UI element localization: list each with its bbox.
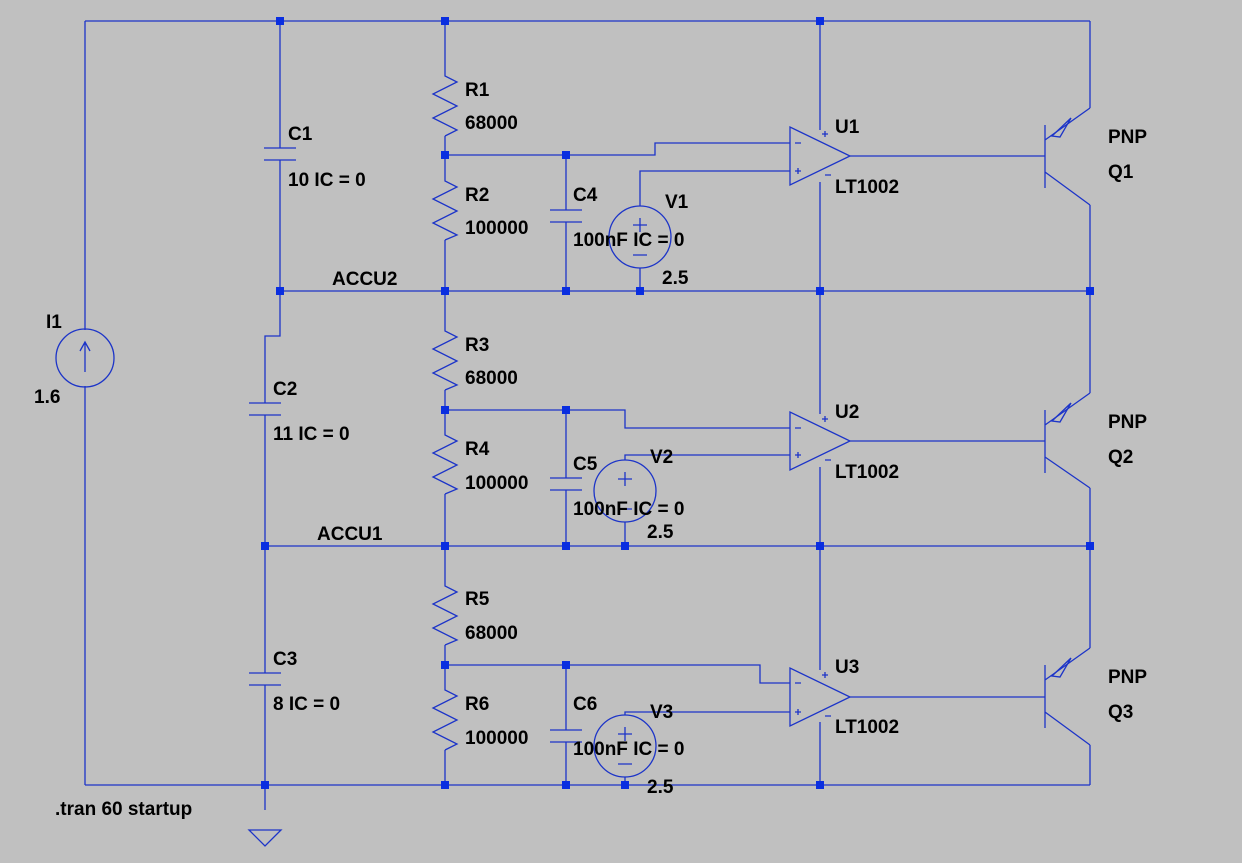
q2-type-label: PNP [1108, 412, 1147, 433]
pnp-transistor-q2-icon [1044, 392, 1091, 489]
r3-value-label: 68000 [465, 368, 518, 389]
c4-name-label: C4 [573, 185, 598, 206]
r6-value-label: 100000 [465, 728, 528, 749]
resistor-r4-icon [431, 427, 459, 495]
q1-name-label: Q1 [1108, 162, 1134, 183]
c2-column-wire [264, 291, 281, 546]
q3-type-label: PNP [1108, 667, 1147, 688]
voltage-source-v3-icon [593, 714, 657, 778]
r3-name-label: R3 [465, 335, 489, 356]
current-source-icon [55, 328, 115, 388]
u3-model-label: LT1002 [835, 717, 899, 738]
capacitor-c3-icon [249, 672, 281, 686]
c5-name-label: C5 [573, 454, 598, 475]
u2-name-label: U2 [835, 402, 859, 423]
voltage-source-v1-icon [608, 205, 672, 269]
opamp-u3-icon [789, 666, 852, 728]
r4-value-label: 100000 [465, 473, 528, 494]
v2-value-label: 2.5 [647, 522, 674, 543]
c6-name-label: C6 [573, 694, 597, 715]
c2-value-label: 11 IC = 0 [273, 424, 350, 445]
resistor-r1-icon [431, 68, 459, 137]
accu2-net-label: ACCU2 [332, 269, 397, 290]
capacitor-c4-icon [550, 209, 582, 223]
voltage-source-v2-icon [593, 459, 657, 523]
simulation-directive[interactable]: .tran 60 startup [55, 799, 192, 820]
r2-name-label: R2 [465, 185, 489, 206]
accu1-net-label: ACCU1 [317, 524, 383, 545]
opamp-u1-icon [789, 125, 852, 187]
q1-type-label: PNP [1108, 127, 1147, 148]
r5-value-label: 68000 [465, 623, 518, 644]
c3-value-label: 8 IC = 0 [273, 694, 340, 715]
u1-model-label: LT1002 [835, 177, 899, 198]
i1-name-label: I1 [46, 312, 62, 333]
i1-value-label: 1.6 [34, 387, 60, 408]
pnp-transistor-q3-icon [1044, 647, 1091, 746]
u1-name-label: U1 [835, 117, 860, 138]
junction-dots [261, 17, 1094, 789]
capacitor-c6-icon [550, 729, 582, 743]
r1-name-label: R1 [465, 80, 490, 101]
v3-name-label: V3 [650, 702, 673, 723]
v3-value-label: 2.5 [647, 777, 674, 798]
c3-name-label: C3 [273, 649, 297, 670]
r1-value-label: 68000 [465, 113, 518, 134]
c1-value-label: 10 IC = 0 [288, 170, 366, 191]
c6-value-label: 100nF IC = 0 [573, 739, 684, 760]
pnp-transistor-q1-icon [1044, 107, 1091, 206]
wires [84, 20, 1091, 810]
c5-value-label: 100nF IC = 0 [573, 499, 684, 520]
r2-value-label: 100000 [465, 218, 528, 239]
u2-inv-input-wire [445, 409, 790, 429]
u3-inv-input-wire [445, 664, 790, 684]
resistor-r2-icon [431, 173, 459, 241]
opamp-u2-icon [789, 410, 852, 472]
resistor-r5-icon [431, 578, 459, 646]
capacitor-c2-icon [249, 402, 281, 416]
u3-name-label: U3 [835, 657, 859, 678]
capacitor-c1-icon [264, 147, 296, 161]
r4-name-label: R4 [465, 439, 490, 460]
v1-value-label: 2.5 [662, 268, 689, 289]
ground-icon [247, 829, 283, 847]
resistor-r3-icon [431, 323, 459, 391]
c1-name-label: C1 [288, 124, 313, 145]
v2-name-label: V2 [650, 447, 673, 468]
q3-name-label: Q3 [1108, 702, 1133, 723]
c4-value-label: 100nF IC = 0 [573, 230, 684, 251]
r5-name-label: R5 [465, 589, 490, 610]
r6-name-label: R6 [465, 694, 489, 715]
v1-name-label: V1 [665, 192, 689, 213]
resistor-r6-icon [431, 682, 459, 751]
c2-name-label: C2 [273, 379, 297, 400]
q2-name-label: Q2 [1108, 447, 1133, 468]
u1-inv-input-wire [445, 142, 790, 156]
capacitor-c5-icon [550, 477, 582, 491]
u2-model-label: LT1002 [835, 462, 899, 483]
